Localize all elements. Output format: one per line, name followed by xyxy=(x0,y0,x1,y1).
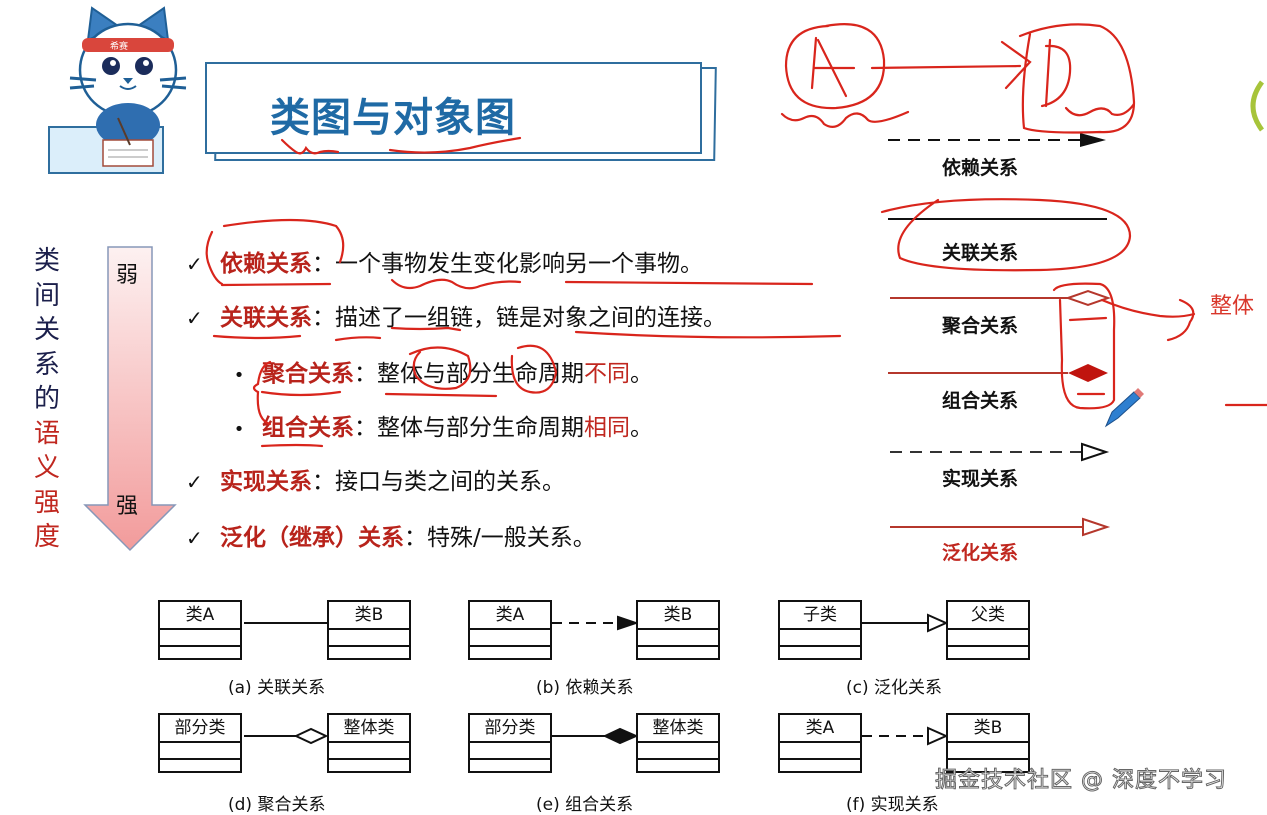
legend-label-dependency: 依赖关系 xyxy=(942,157,1019,179)
check-icon: ✓ xyxy=(186,526,203,550)
uml-class-box: 部分类 xyxy=(158,713,242,773)
relation-item-association: ✓关联关系：描述了一组链，链是对象之间的连接。 xyxy=(186,305,726,331)
filled-arrow-icon xyxy=(1080,133,1106,147)
uml-caption-aggregation: (d) 聚合关系 xyxy=(228,795,326,815)
uml-caption-dependency: (b) 依赖关系 xyxy=(536,678,634,698)
bullet-icon: • xyxy=(233,419,245,440)
watermark: 掘金技术社区 @ 深度不学习 xyxy=(935,768,1227,794)
legend-label-generalization: 泛化关系 xyxy=(942,542,1019,564)
uml-class-box: 父类 xyxy=(946,600,1030,660)
strength-arrow-icon xyxy=(83,246,177,552)
uml-class-box: 部分类 xyxy=(468,713,552,773)
check-icon: ✓ xyxy=(186,252,203,276)
legend-label-composition: 组合关系 xyxy=(942,390,1019,412)
uml-caption-association: (a) 关联关系 xyxy=(228,678,326,698)
relation-item-generalization: ✓泛化（继承）关系：特殊/一般关系。 xyxy=(186,525,596,551)
relation-item-realization: ✓实现关系：接口与类之间的关系。 xyxy=(186,469,565,495)
uml-caption-realization: (f) 实现关系 xyxy=(846,795,939,815)
bullet-icon: • xyxy=(233,365,245,386)
page-title: 类图与对象图 xyxy=(270,95,516,141)
legend-label-aggregation: 聚合关系 xyxy=(942,315,1019,337)
uml-caption-generalization: (c) 泛化关系 xyxy=(846,678,943,698)
headband-text: 希赛 xyxy=(110,40,128,52)
uml-class-box: 子类 xyxy=(778,600,862,660)
hollow-triangle-icon xyxy=(1081,442,1110,462)
uml-class-box: 整体类 xyxy=(327,713,411,773)
mascot-cat-icon: 希赛 xyxy=(69,6,187,167)
relation-item-composition: •组合关系：整体与部分生命周期相同。 xyxy=(216,408,653,442)
uml-class-box: 类A xyxy=(158,600,242,660)
strong-label: 强 xyxy=(116,494,139,519)
check-icon: ✓ xyxy=(186,306,203,330)
uml-class-box: 整体类 xyxy=(636,713,720,773)
uml-class-box: 类B xyxy=(636,600,720,660)
uml-class-box: 类B xyxy=(946,713,1030,773)
hollow-triangle-icon xyxy=(1082,517,1111,537)
uml-caption-composition: (e) 组合关系 xyxy=(536,795,634,815)
legend-label-realization: 实现关系 xyxy=(942,468,1019,490)
uml-class-box: 类B xyxy=(327,600,411,660)
semantic-strength-label: 类 间 关 系 的 语 义 强 度 xyxy=(33,246,60,552)
uml-class-box: 类A xyxy=(468,600,552,660)
check-icon: ✓ xyxy=(186,470,203,494)
weak-label: 弱 xyxy=(116,263,139,288)
handwritten-note-whole: 整体 xyxy=(1210,294,1255,319)
uml-class-box: 类A xyxy=(778,713,862,773)
